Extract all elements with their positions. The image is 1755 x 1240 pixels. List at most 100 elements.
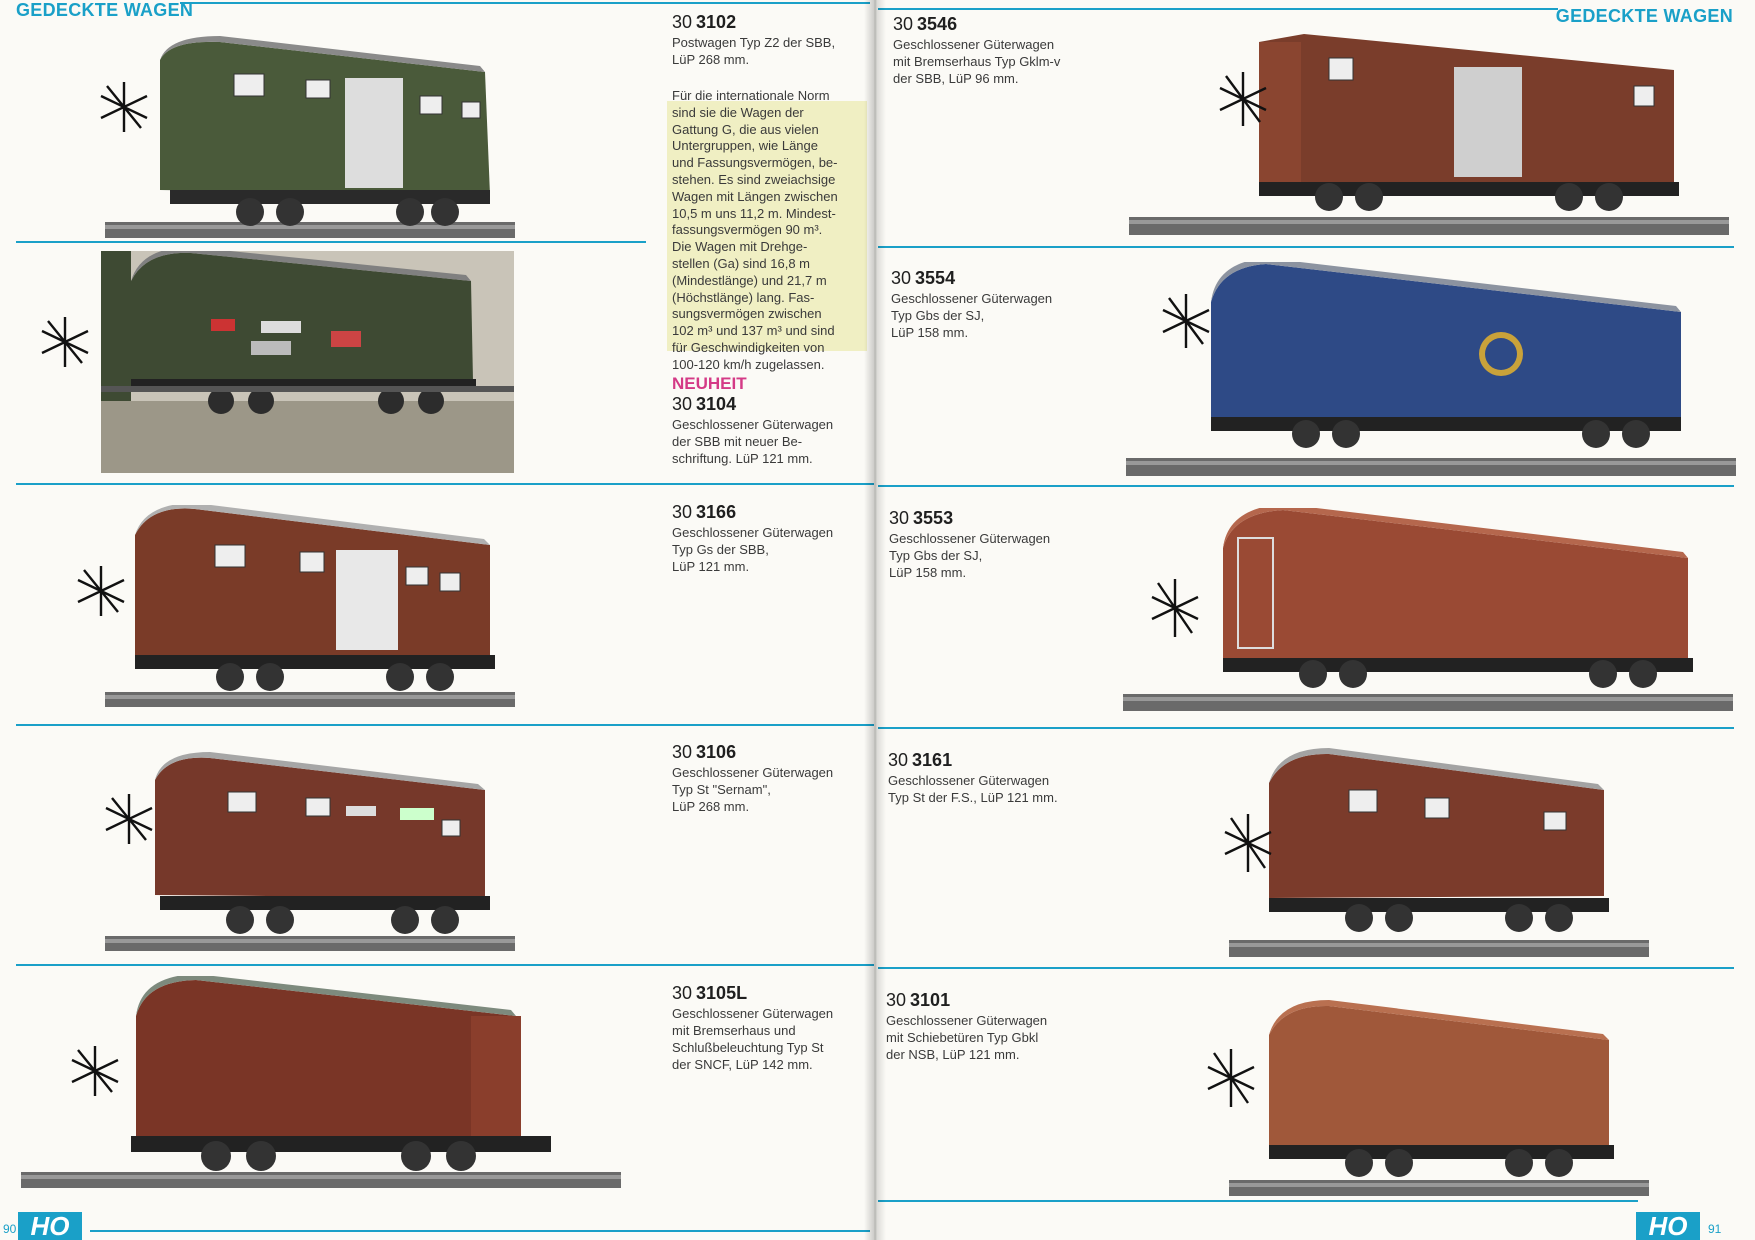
article-description: Geschlossener Güterwagen Typ St "Sernam"…: [672, 765, 834, 814]
wagon-illustration-3546: [1129, 34, 1729, 235]
info-text: Für die internationale Norm sind sie die…: [672, 88, 838, 372]
handwritten-asterisk: [1151, 579, 1199, 637]
right-page: GEDECKTE WAGEN: [874, 0, 1755, 1240]
article-prefix: 30: [672, 502, 693, 522]
section-title: GEDECKTE WAGEN: [1555, 6, 1733, 26]
divider: [878, 727, 1734, 729]
wagon-photo: [16, 976, 626, 1191]
article-main: 3105L: [696, 983, 748, 1003]
handwritten-asterisk: [71, 1046, 119, 1096]
article-prefix: 30: [888, 750, 909, 770]
article-main: 3553: [913, 508, 954, 528]
handwritten-asterisk: [1219, 72, 1267, 126]
handwritten-asterisk: [1224, 814, 1272, 872]
handwritten-asterisk: [77, 566, 125, 616]
article-description: Geschlossener Güterwagen mit Schiebetüre…: [886, 1013, 1048, 1062]
handwritten-asterisk: [41, 317, 89, 367]
info-block: Für die internationale Norm sind sie die…: [672, 88, 870, 374]
article-description: Geschlossener Güterwagen mit Bremserhaus…: [672, 1006, 834, 1072]
handwritten-asterisk: [1162, 294, 1210, 348]
article-description: Postwagen Typ Z2 der SBB, LüP 268 mm.: [672, 35, 836, 67]
wagon-illustration-3101: [1229, 1000, 1649, 1196]
divider: [16, 241, 646, 243]
article-prefix: 30: [672, 742, 693, 762]
wagon-illustration-3102: [105, 36, 515, 238]
article-prefix: 30: [893, 14, 914, 34]
wagon-photo: [1229, 748, 1649, 958]
header-rule: [878, 8, 1558, 10]
footer-rule: [878, 1200, 1638, 1202]
footer-rule: [90, 1230, 870, 1232]
article-prefix: 30: [672, 12, 693, 32]
article-description: Geschlossener Güterwagen Typ St der F.S.…: [888, 773, 1058, 805]
wagon-illustration-3553: [1123, 508, 1733, 711]
article-prefix: 30: [672, 394, 693, 414]
scale-logo: HO: [1636, 1210, 1700, 1240]
wagon-illustration-3554: [1126, 262, 1736, 476]
scale-label: HO: [30, 1210, 70, 1240]
left-page: GEDECKTE WAGEN: [0, 0, 874, 1240]
wagon-photo: [100, 505, 520, 710]
article-main: 3554: [915, 268, 956, 288]
article-main: 3104: [696, 394, 737, 414]
divider: [878, 485, 1734, 487]
page-number: 91: [1708, 1222, 1722, 1236]
header-rule: [180, 2, 870, 4]
scale-label: HO: [1648, 1210, 1688, 1240]
wagon-illustration-3166: [105, 505, 515, 707]
divider: [878, 246, 1734, 248]
article-description: Geschlossener Güterwagen Typ Gbs der SJ,…: [891, 291, 1053, 340]
article-main: 3546: [917, 14, 958, 34]
wagon-photo: [1123, 508, 1733, 713]
wagon-photo: [100, 750, 520, 955]
article-main: 3161: [912, 750, 953, 770]
divider: [16, 964, 874, 966]
article-description: Geschlossener Güterwagen mit Bremserhaus…: [893, 37, 1061, 86]
book-gutter: [864, 0, 886, 1240]
article-prefix: 30: [891, 268, 912, 288]
wagon-photo: [101, 251, 514, 473]
article-prefix: 30: [672, 983, 693, 1003]
handwritten-asterisk: [100, 82, 148, 132]
handwritten-asterisk: [1207, 1049, 1255, 1107]
wagon-illustration-3106: [105, 752, 515, 951]
article-main: 3102: [696, 12, 737, 32]
article-main: 3106: [696, 742, 737, 762]
wagon-photo: [1229, 1000, 1649, 1200]
article-description: Geschlossener Güterwagen Typ Gbs der SJ,…: [889, 531, 1051, 580]
new-badge: NEUHEIT: [672, 374, 747, 393]
divider: [878, 967, 1734, 969]
wagon-photo: [100, 30, 520, 240]
text-highlight: [667, 101, 867, 351]
wagon-illustration-3161: [1229, 748, 1649, 957]
article-main: 3101: [910, 990, 951, 1010]
wagon-photo: [1129, 22, 1729, 242]
scale-logo: HO: [18, 1210, 82, 1240]
article-prefix: 30: [886, 990, 907, 1010]
wagon-photo: [1126, 262, 1736, 480]
wagon-illustration-3104: [101, 251, 514, 473]
divider: [16, 724, 874, 726]
article-description: Geschlossener Güterwagen der SBB mit neu…: [672, 417, 834, 466]
page-number: 90: [3, 1222, 17, 1236]
